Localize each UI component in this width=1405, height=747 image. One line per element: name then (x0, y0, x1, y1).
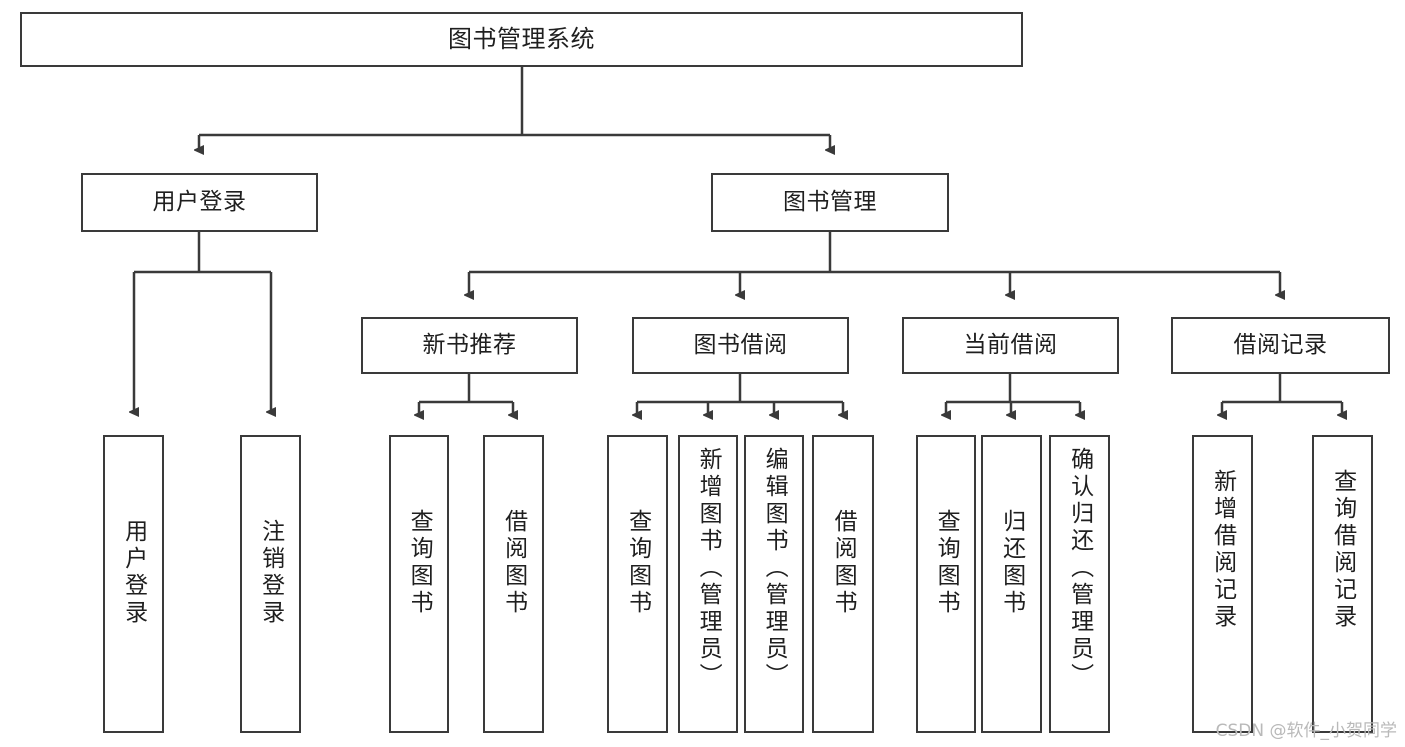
node-leaf-borrow-book-2-label: 借阅图书 (830, 509, 857, 617)
node-leaf-add-record[interactable]: 新增借阅记录 (1192, 435, 1253, 733)
node-leaf-user-logout[interactable]: 注销登录 (240, 435, 301, 733)
node-leaf-add-record-label: 新增借阅记录 (1209, 469, 1236, 631)
node-leaf-query-record-label: 查询借阅记录 (1329, 469, 1356, 631)
node-leaf-borrow-book-1-label: 借阅图书 (500, 509, 527, 617)
node-leaf-user-login[interactable]: 用户登录 (103, 435, 164, 733)
node-user-login-label: 用户登录 (152, 188, 247, 215)
node-leaf-user-login-label: 用户登录 (120, 519, 147, 627)
node-new-book-recommend[interactable]: 新书推荐 (361, 317, 578, 374)
node-leaf-query-book-2-label: 查询图书 (624, 509, 651, 617)
node-leaf-borrow-book-1[interactable]: 借阅图书 (483, 435, 544, 733)
node-borrow-record[interactable]: 借阅记录 (1171, 317, 1390, 374)
node-book-manage[interactable]: 图书管理 (711, 173, 949, 232)
node-new-book-recommend-label: 新书推荐 (422, 331, 517, 358)
node-leaf-confirm-return[interactable]: 确认归还（管理员） (1049, 435, 1110, 733)
node-leaf-borrow-book-2[interactable]: 借阅图书 (812, 435, 874, 733)
node-leaf-query-book-3-label: 查询图书 (933, 509, 960, 617)
node-leaf-query-record[interactable]: 查询借阅记录 (1312, 435, 1373, 733)
node-leaf-query-book-3[interactable]: 查询图书 (916, 435, 976, 733)
node-leaf-return-book[interactable]: 归还图书 (981, 435, 1042, 733)
node-book-borrow-label: 图书借阅 (693, 331, 788, 358)
node-leaf-user-logout-label: 注销登录 (257, 519, 284, 627)
node-user-login[interactable]: 用户登录 (81, 173, 318, 232)
node-leaf-confirm-return-label: 确认归还（管理员） (1066, 447, 1093, 690)
node-book-borrow[interactable]: 图书借阅 (632, 317, 849, 374)
node-leaf-edit-book[interactable]: 编辑图书（管理员） (744, 435, 804, 733)
node-book-manage-label: 图书管理 (783, 188, 877, 215)
node-leaf-return-book-label: 归还图书 (998, 509, 1025, 617)
csdn-watermark: CSDN @软件_小贺同学 (1215, 721, 1397, 741)
node-leaf-query-book-1-label: 查询图书 (406, 509, 433, 617)
node-leaf-edit-book-label: 编辑图书（管理员） (761, 447, 788, 690)
node-leaf-add-book[interactable]: 新增图书（管理员） (678, 435, 738, 733)
node-root-label: 图书管理系统 (448, 25, 595, 54)
node-current-borrow[interactable]: 当前借阅 (902, 317, 1119, 374)
node-leaf-query-book-2[interactable]: 查询图书 (607, 435, 668, 733)
node-current-borrow-label: 当前借阅 (963, 331, 1058, 358)
node-borrow-record-label: 借阅记录 (1233, 331, 1328, 358)
node-root[interactable]: 图书管理系统 (20, 12, 1023, 67)
node-leaf-add-book-label: 新增图书（管理员） (695, 447, 722, 690)
node-leaf-query-book-1[interactable]: 查询图书 (389, 435, 449, 733)
